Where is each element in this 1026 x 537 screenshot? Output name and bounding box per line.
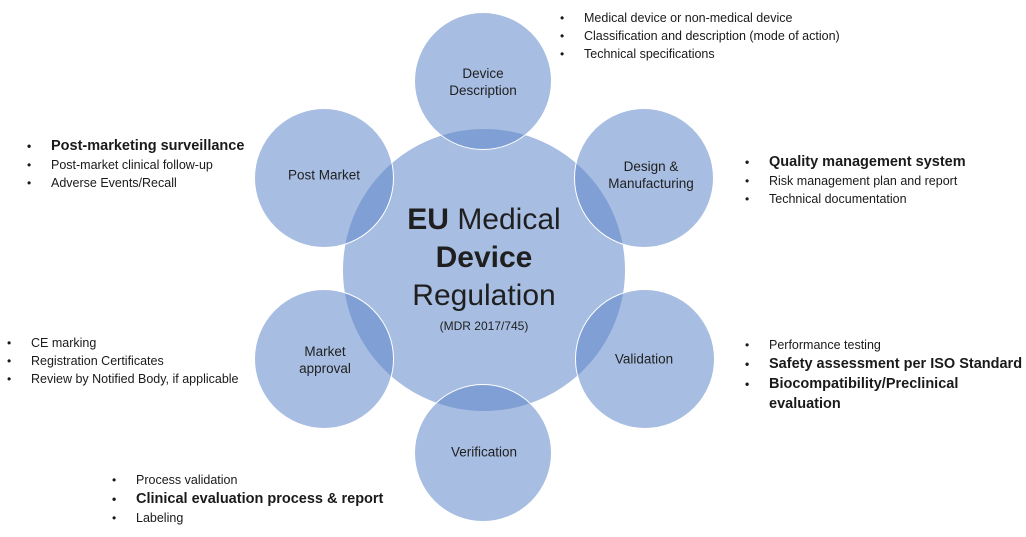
market-approval-circle — [254, 289, 394, 429]
list-item: Review by Notified Body, if applicable — [5, 370, 239, 388]
list-item: Adverse Events/Recall — [25, 174, 244, 192]
design-manufacturing-line2: Manufacturing — [608, 176, 694, 191]
post-market-label: Post Market — [288, 167, 360, 184]
list-item: Labeling — [110, 509, 383, 527]
list-item: Process validation — [110, 471, 383, 489]
design-manufacturing-list: Quality management system Risk managemen… — [743, 152, 966, 208]
device-description-list: Medical device or non-medical device Cla… — [558, 9, 840, 63]
market-approval-list: CE marking Registration Certificates Rev… — [5, 334, 239, 388]
validation-list: Performance testing Safety assessment pe… — [743, 336, 1023, 414]
list-item: Safety assessment per ISO Standard — [743, 354, 1023, 374]
verification-list: Process validation Clinical evaluation p… — [110, 471, 383, 527]
list-item: Performance testing — [743, 336, 1023, 354]
market-approval-line1: Market — [304, 344, 346, 359]
validation-circle — [575, 289, 715, 429]
center-title-line4: (MDR 2017/745) — [439, 319, 529, 333]
list-item: Clinical evaluation process & report — [110, 489, 383, 509]
list-item: Post-marketing surveillance — [25, 136, 244, 156]
list-item: Biocompatibility/Preclinical evaluation — [743, 374, 989, 414]
list-item: Medical device or non-medical device — [558, 9, 840, 27]
market-approval-label: Market approval — [299, 343, 351, 377]
device-description-line1: Device — [462, 66, 504, 81]
verification-circle — [414, 384, 552, 522]
list-item: Technical documentation — [743, 190, 966, 208]
validation-label: Validation — [615, 351, 673, 368]
verification-line1: Verification — [450, 444, 518, 460]
device-description-line2: Description — [449, 83, 517, 98]
list-item: Quality management system — [743, 152, 966, 172]
post-market-line1: Post Market — [287, 167, 361, 183]
design-manufacturing-label: Design & Manufacturing — [608, 158, 694, 192]
list-item: Post-market clinical follow-up — [25, 156, 244, 174]
list-item: Risk management plan and report — [743, 172, 966, 190]
list-item: Classification and description (mode of … — [558, 27, 840, 45]
center-title-line1: EU Medical — [407, 201, 560, 239]
center-title-medical: Medical — [448, 203, 561, 236]
center-title: EU Medical Device Regulation (MDR 2017/7… — [407, 201, 560, 335]
center-title-line3: Regulation — [412, 279, 556, 312]
center-title-eu: EU — [407, 203, 449, 236]
device-description-label: Device Description — [449, 65, 517, 99]
list-item: Registration Certificates — [5, 352, 239, 370]
post-market-circle — [254, 108, 394, 248]
verification-label: Verification — [451, 444, 517, 461]
market-approval-line2: approval — [299, 361, 351, 376]
list-item: CE marking — [5, 334, 239, 352]
device-description-circle — [414, 12, 552, 150]
validation-line1: Validation — [614, 351, 674, 367]
design-manufacturing-line1: Design & — [623, 159, 679, 174]
post-market-list: Post-marketing surveillance Post-market … — [25, 136, 244, 192]
list-item: Technical specifications — [558, 45, 840, 63]
design-manufacturing-circle — [574, 108, 714, 248]
center-title-line2: Device — [435, 241, 533, 274]
